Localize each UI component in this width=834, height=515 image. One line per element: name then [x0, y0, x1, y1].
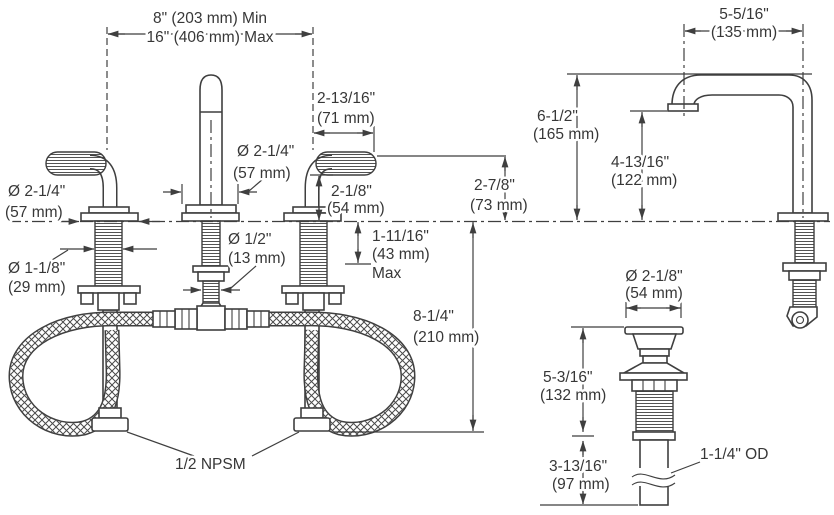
- label-outlet-height-mm: (122 mm): [611, 172, 677, 189]
- label-drain-body-mm: (132 mm): [540, 387, 606, 404]
- label-tailpiece-od: 1-1/4" OD: [700, 446, 768, 463]
- right-valve-mounting: [281, 285, 345, 311]
- left-supply-connector: [91, 407, 129, 432]
- label-drain-dia-in: Ø 2-1/8": [625, 268, 682, 285]
- dim-handle-reach: [313, 126, 375, 152]
- labels: 8" (203 mm) Min 16" (406 mm) Max 2-13/16…: [3, 4, 780, 496]
- label-deck-thickness-in: 1-11/16": [372, 228, 429, 245]
- label-spout-height-in: 6-1/2": [537, 108, 578, 125]
- label-handle-reach-mm: (71 mm): [317, 110, 375, 127]
- label-spout-base-dia-in: Ø 2-1/4": [237, 143, 294, 160]
- label-drain-dia-mm: (54 mm): [625, 285, 683, 302]
- label-handle-reach-in: 2-13/16": [317, 90, 375, 107]
- dim-spout-base-dia: [163, 178, 264, 204]
- right-handle-shank: [299, 220, 328, 287]
- dim-spout-shank-dia: [183, 265, 257, 294]
- label-spout-reach-in: 5-5/16": [719, 6, 768, 23]
- label-supply-drop-mm: (210 mm): [413, 329, 479, 346]
- dim-drain-body: [571, 326, 624, 437]
- spout-outlet: [667, 103, 699, 112]
- label-supply-thread: 1/2 NPSM: [175, 456, 246, 473]
- label-outlet-height-in: 4-13/16": [611, 154, 669, 171]
- leader-tailpiece-od: [670, 461, 701, 474]
- dim-drain-tailpiece: [540, 440, 638, 506]
- label-spout-height-mm: (165 mm): [533, 126, 599, 143]
- label-handle-body-height-in: 2-1/8": [331, 183, 372, 200]
- dim-deck-thickness: [345, 222, 371, 265]
- dim-handle-body-height: [310, 174, 333, 221]
- right-supply-connector: [293, 407, 331, 432]
- right-supply-hose: [269, 311, 416, 437]
- drain-flange-bell: [620, 362, 687, 374]
- leader-npsm: [126, 431, 300, 457]
- label-drain-body-in: 5-3/16": [543, 369, 592, 386]
- label-spout-reach-mm: (135 mm): [711, 24, 777, 41]
- supply-tee: [152, 305, 270, 331]
- label-handle-base-dia-mm: (57 mm): [5, 204, 63, 221]
- dim-handle-shank-dia: [51, 245, 157, 261]
- label-tailpiece-length-in: 3-13/16": [549, 458, 607, 475]
- label-spout-base-dia-mm: (57 mm): [233, 165, 291, 182]
- label-spread-max: 16" (406 mm) Max: [147, 29, 274, 46]
- label-handle-shank-dia-in: Ø 1-1/8": [8, 260, 65, 277]
- label-handle-body-height-mm: (54 mm): [327, 200, 385, 217]
- left-handle-shank: [94, 220, 123, 287]
- dim-outlet-height: [630, 110, 667, 220]
- dim-supply-drop: [334, 222, 484, 433]
- extension-lines: [106, 27, 314, 150]
- label-tailpiece-length-mm: (97 mm): [552, 476, 610, 493]
- left-valve-mounting: [77, 285, 141, 311]
- label-spread-min: 8" (203 mm) Min: [153, 10, 267, 27]
- dim-handle-top-height: [377, 155, 509, 221]
- drain-assembly: [619, 326, 688, 506]
- dim-spout-height: [567, 73, 812, 220]
- label-handle-top-height-mm: (73 mm): [470, 197, 528, 214]
- left-supply-hose: [8, 311, 153, 437]
- label-handle-top-height-in: 2-7/8": [474, 177, 515, 194]
- label-spout-shank-dia-mm: (13 mm): [228, 250, 286, 267]
- spout-shank: [201, 220, 221, 267]
- label-deck-thickness-note: Max: [372, 265, 402, 282]
- left-handle-lever: [45, 151, 107, 176]
- label-handle-shank-dia-mm: (29 mm): [8, 279, 66, 296]
- spout-side-view: [667, 24, 829, 329]
- dim-drain-dia: [625, 302, 682, 318]
- drain-stopper-cap: [624, 326, 684, 335]
- label-deck-thickness-mm: (43 mm): [372, 246, 430, 263]
- label-handle-base-dia-in: Ø 2-1/4": [8, 183, 65, 200]
- center-spout: [181, 74, 240, 309]
- drain-threads: [635, 390, 674, 433]
- label-spout-shank-dia-in: Ø 1/2": [228, 231, 271, 248]
- left-handle-escutcheon: [80, 212, 139, 222]
- label-supply-drop-in: 8-1/4": [413, 308, 454, 325]
- right-handle-lever: [315, 151, 377, 176]
